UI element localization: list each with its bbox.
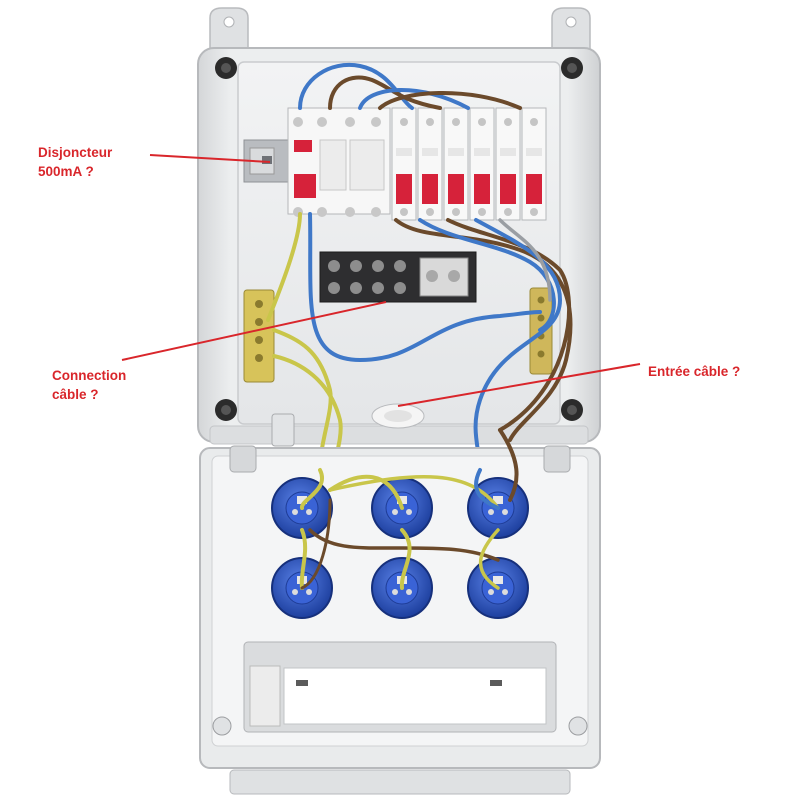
annotation-breaker: Disjoncteur 500mA ? (38, 143, 112, 181)
annotation-connection-line1: Connection (52, 368, 127, 383)
annotation-connection-line2: câble ? (52, 387, 99, 402)
earth-bar-left (243, 289, 275, 383)
annotation-cable-entry-text: Entrée câble ? (648, 364, 741, 379)
annotation-cable-connection: Connection câble ? (52, 366, 126, 404)
top-wiring (266, 62, 573, 492)
cable-entry-gland (371, 403, 425, 429)
breaker-block (243, 107, 547, 221)
annotation-breaker-line2: 500mA ? (38, 164, 94, 179)
pointer-connection (121, 301, 387, 361)
terminal-block (319, 251, 477, 303)
annotation-pointers (121, 154, 641, 407)
annotation-breaker-line1: Disjoncteur (38, 145, 113, 160)
pointer-breaker (149, 154, 271, 163)
bottom-wiring (299, 428, 519, 590)
annotation-cable-entry: Entrée câble ? (648, 362, 740, 381)
pointer-cable-entry (397, 363, 641, 407)
mcb-row (391, 107, 547, 221)
corner-screws (215, 57, 583, 421)
